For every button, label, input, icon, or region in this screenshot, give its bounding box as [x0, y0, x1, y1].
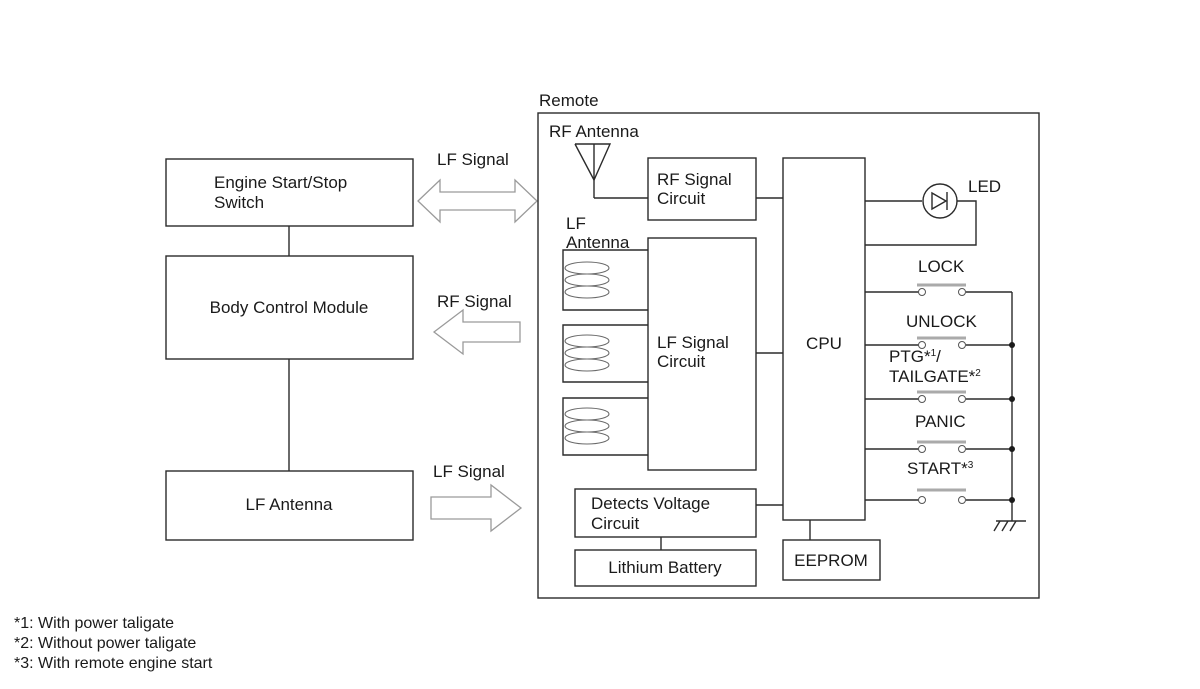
detects-voltage-circuit-label: Detects Voltage Circuit — [591, 494, 715, 533]
eeprom-label: EEPROM — [794, 551, 868, 570]
remote-title: Remote — [539, 91, 599, 110]
rf-signal-circuit-label: RF Signal Circuit — [657, 170, 736, 208]
switch-tailgate-label: TAILGATE*2 — [889, 367, 981, 386]
cpu-label: CPU — [806, 334, 842, 353]
lf-signal-circuit-label: LF Signal Circuit — [657, 333, 734, 371]
body-control-module-label: Body Control Module — [210, 298, 369, 317]
switch-panic-label: PANIC — [915, 412, 966, 431]
lf-antenna-internal-label: LF Antenna — [566, 214, 630, 252]
footnote: *3: With remote engine start — [14, 655, 213, 672]
lf-antenna-coil-icon — [562, 324, 648, 383]
led-label: LED — [968, 177, 1001, 196]
rf-signal-label: RF Signal — [437, 292, 512, 311]
switch-ptg-label: PTG*1/ — [889, 347, 941, 366]
footnote: *1: With power taligate — [14, 615, 174, 632]
lf-antenna-coil-icon — [562, 249, 648, 311]
eeprom-block — [782, 539, 881, 581]
lf-signal-right-arrow — [430, 483, 523, 533]
lf-signal-label-top: LF Signal — [437, 150, 509, 169]
engine-start-stop-switch-block — [165, 158, 414, 227]
cpu-block — [782, 157, 866, 521]
lithium-battery-label: Lithium Battery — [608, 558, 722, 577]
footnote: *2: Without power taligate — [14, 635, 196, 652]
switch-lock-label: LOCK — [918, 257, 965, 276]
lf-signal-double-arrow — [417, 178, 538, 224]
switch-start-label: START*3 — [907, 459, 974, 478]
ground-icon — [993, 520, 1026, 532]
rf-signal-left-arrow — [432, 308, 521, 356]
rf-antenna-label: RF Antenna — [549, 122, 639, 141]
lf-antenna-external-block — [165, 470, 414, 541]
led-icon — [865, 183, 977, 246]
lf-antenna-external-label: LF Antenna — [246, 495, 334, 514]
lf-signal-label-bottom: LF Signal — [433, 462, 505, 481]
body-control-module-block — [165, 255, 414, 360]
rf-antenna-icon — [574, 143, 648, 199]
switch-bank: LOCK UNLOCK PTG*1/ TAILGATE*2 PANIC STAR… — [865, 257, 1015, 521]
engine-start-stop-switch-label: Engine Start/Stop Switch — [214, 173, 352, 212]
detects-voltage-circuit-block — [574, 488, 757, 538]
rf-signal-circuit-block — [647, 157, 757, 221]
lf-antenna-coil-icon — [562, 397, 648, 456]
switch-unlock-label: UNLOCK — [906, 312, 978, 331]
lf-signal-circuit-block — [647, 237, 757, 471]
lithium-battery-block — [574, 549, 757, 587]
